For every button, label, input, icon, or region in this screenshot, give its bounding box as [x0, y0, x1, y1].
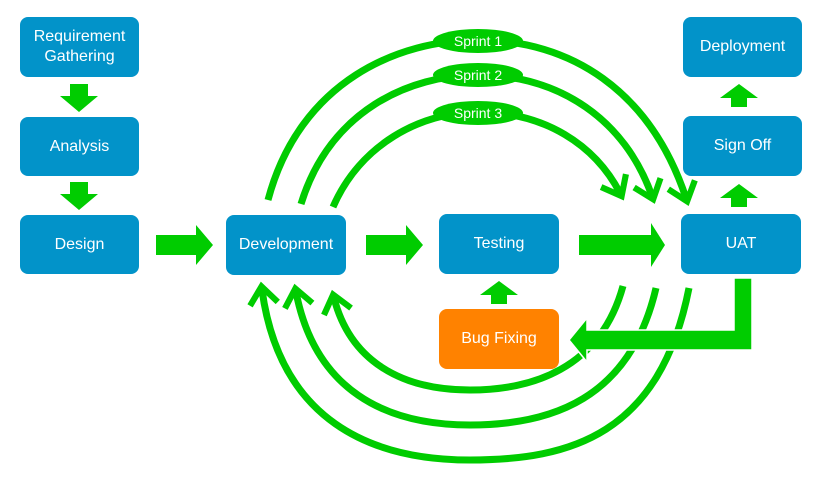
arrow-development-to-testing: [366, 225, 423, 265]
arrow-requirement-to-analysis: [60, 84, 98, 112]
node-deployment: Deployment: [683, 17, 802, 77]
return-arc-2: [282, 283, 660, 429]
node-design: Design: [20, 215, 139, 274]
node-development: Development: [226, 215, 346, 275]
arrow-signoff-to-deployment: [720, 84, 758, 107]
node-uat: UAT: [681, 214, 801, 274]
arrow-bugfixing-to-testing: [480, 281, 518, 304]
node-testing: Testing: [439, 214, 559, 274]
node-analysis: Analysis: [20, 117, 139, 176]
arrow-design-to-development: [156, 225, 213, 265]
sprint-arc-3: [329, 108, 629, 209]
node-requirement-gathering: Requirement Gathering: [20, 17, 139, 77]
node-sign-off: Sign Off: [683, 116, 802, 176]
sprint-2-label: Sprint 2: [433, 63, 523, 87]
node-bug-fixing: Bug Fixing: [439, 309, 559, 369]
arrow-analysis-to-design: [60, 182, 98, 210]
sprint-1-label: Sprint 1: [433, 29, 523, 53]
sprint-3-label: Sprint 3: [433, 101, 523, 125]
arrow-uat-to-signoff: [720, 184, 758, 207]
arrow-uat-to-bugfixing: [568, 277, 753, 365]
arrow-testing-to-uat: [579, 223, 665, 267]
sprint-arc-2: [297, 71, 664, 206]
return-arc-3: [247, 281, 693, 464]
